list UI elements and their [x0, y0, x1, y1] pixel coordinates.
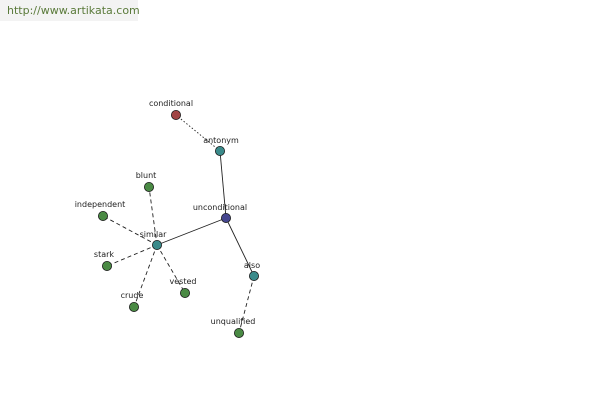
- node-label-antonym: antonym: [203, 136, 239, 145]
- node-label-similar: similar: [140, 230, 168, 239]
- node-label-vested: vested: [170, 277, 197, 286]
- node-stark[interactable]: [102, 260, 113, 271]
- node-unconditional[interactable]: [220, 212, 231, 223]
- edge-unconditional-antonym: [219, 150, 227, 219]
- node-label-unconditional: unconditional: [193, 203, 247, 212]
- node-vested[interactable]: [179, 287, 190, 298]
- edge-similar-blunt: [148, 186, 158, 246]
- edge-antonym-conditional: [175, 114, 221, 152]
- edge-unconditional-similar: [156, 217, 227, 246]
- node-label-also: also: [244, 261, 260, 270]
- edge-unconditional-also: [225, 217, 255, 277]
- node-label-crude: crude: [121, 291, 144, 300]
- node-label-stark: stark: [94, 250, 114, 259]
- node-label-conditional: conditional: [149, 99, 193, 108]
- node-antonym[interactable]: [214, 145, 225, 156]
- node-label-independent: independent: [75, 200, 126, 209]
- edges-layer: [102, 114, 255, 334]
- node-similar[interactable]: [151, 239, 162, 250]
- node-crude[interactable]: [128, 301, 139, 312]
- edge-similar-independent: [102, 215, 158, 246]
- site-url[interactable]: http://www.artikata.com: [0, 0, 140, 21]
- edge-similar-stark: [106, 244, 158, 267]
- node-conditional[interactable]: [170, 110, 181, 121]
- node-blunt[interactable]: [143, 181, 154, 192]
- node-label-unqualified: unqualified: [211, 317, 256, 326]
- node-independent[interactable]: [98, 210, 109, 221]
- node-also[interactable]: [248, 270, 259, 281]
- node-label-blunt: blunt: [136, 171, 157, 180]
- nodes-layer: unconditional antonym conditional similar al…: [75, 99, 260, 338]
- node-unqualified[interactable]: [233, 327, 244, 338]
- edge-similar-vested: [156, 244, 186, 294]
- edge-also-unqualified: [238, 275, 255, 334]
